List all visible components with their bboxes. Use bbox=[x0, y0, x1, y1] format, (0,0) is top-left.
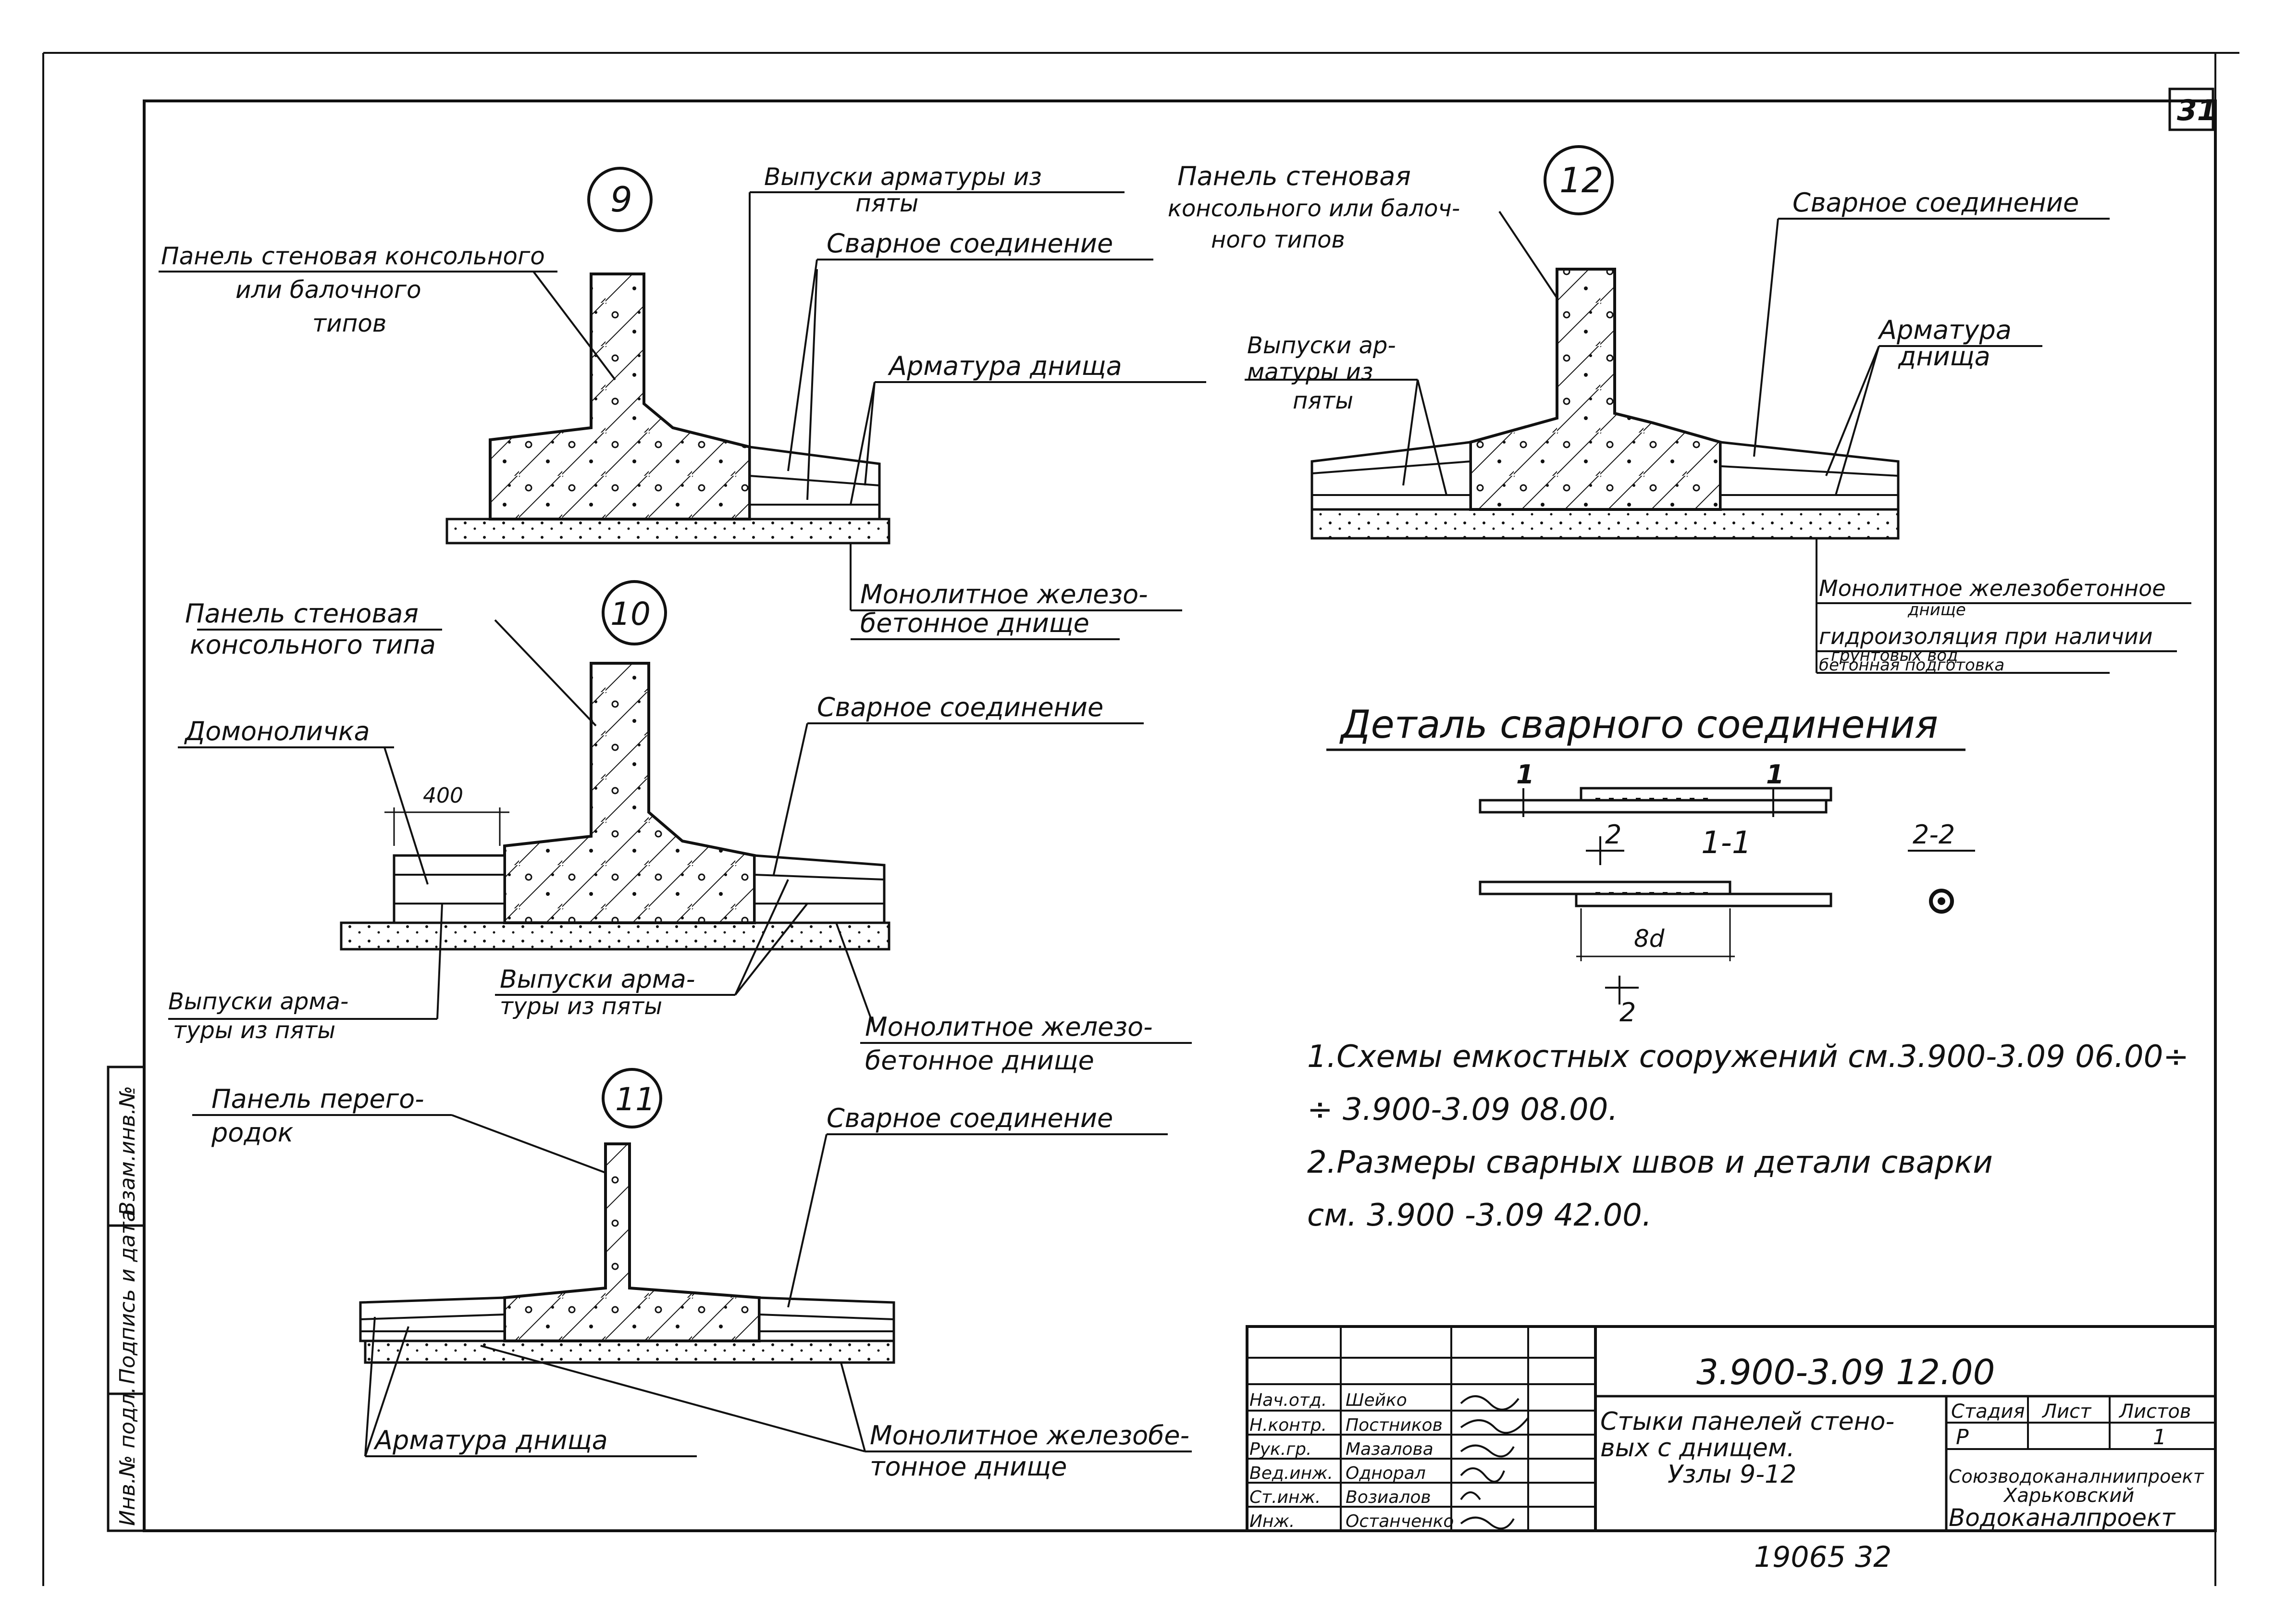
node11-panel: Панель перего- bbox=[211, 1084, 424, 1114]
node9-rebar-out: Выпуски арматуры из bbox=[764, 163, 1042, 191]
node10-number: 10 bbox=[610, 595, 651, 632]
org-line2: Харьковский bbox=[2003, 1485, 2134, 1507]
side-stamp-row1: Взам.инв.№ bbox=[115, 1086, 140, 1216]
node12-panel-3: ного типов bbox=[1211, 226, 1345, 253]
node10-slab: Монолитное железо- bbox=[865, 1012, 1153, 1042]
node12-slab: Монолитное железобетонное bbox=[1819, 575, 2166, 601]
role-2: Н.контр. bbox=[1249, 1415, 1327, 1435]
detail-sec-1: 1 bbox=[1516, 759, 1534, 790]
node9-panel-label: Панель стеновая консольного bbox=[161, 242, 545, 270]
node12-rebar-out-2: матуры из bbox=[1247, 359, 1373, 385]
node11-panel-2: родок bbox=[211, 1117, 294, 1148]
node9-number: 9 bbox=[610, 179, 632, 220]
node10-panel: Панель стеновая bbox=[185, 598, 419, 629]
node12-rebar-out-3: пяты bbox=[1293, 387, 1353, 414]
node12-bottom-rebar-2: днища bbox=[1898, 341, 1990, 372]
title-line2: вых с днищем. bbox=[1600, 1434, 1795, 1463]
sheet-number: 31 bbox=[2177, 94, 2217, 127]
node12-waterproof-3: бетонная подготовка bbox=[1819, 656, 2004, 675]
node12-panel: Панель стеновая bbox=[1177, 161, 1411, 191]
node9-bottom-rebar: Арматура днища bbox=[888, 351, 1122, 381]
node10-panel-2: консольного типа bbox=[190, 630, 436, 660]
node9-panel-label-3: типов bbox=[312, 310, 386, 337]
node10-infill: Домоноличка bbox=[184, 716, 370, 746]
node11-bottom-rebar: Арматура днища bbox=[373, 1425, 608, 1455]
names-column: Шейко Постников Мазалова Однорал Возиало… bbox=[1346, 1390, 1454, 1531]
name-5: Возиалов bbox=[1346, 1488, 1431, 1507]
detail-sec-1b: 1 bbox=[1766, 759, 1784, 790]
node12-number: 12 bbox=[1559, 160, 1604, 200]
stage-value: Р bbox=[1956, 1425, 1969, 1450]
sheets-value: 1 bbox=[2153, 1425, 2166, 1450]
bottom-number: 19065 32 bbox=[1754, 1540, 1891, 1574]
stage-header: Стадия bbox=[1951, 1401, 2025, 1423]
name-4: Однорал bbox=[1346, 1463, 1426, 1483]
node10-dim: 400 bbox=[423, 783, 463, 808]
role-5: Ст.инж. bbox=[1249, 1488, 1321, 1507]
node12-slab-2: днище bbox=[1907, 600, 1966, 620]
org-line3: Водоканалпроект bbox=[1949, 1504, 2176, 1532]
node11-slab: Монолитное железобе- bbox=[870, 1420, 1189, 1450]
detail-sec-2b: 2 bbox=[1619, 997, 1636, 1028]
name-3: Мазалова bbox=[1346, 1439, 1434, 1459]
node10-slab-2: бетонное днище bbox=[865, 1045, 1094, 1076]
sheet-header: Лист bbox=[2041, 1401, 2092, 1423]
title-code: 3.900-3.09 12.00 bbox=[1696, 1352, 1995, 1392]
node12-weld: Сварное соединение bbox=[1792, 187, 2079, 218]
node9-slab: Монолитное железо- bbox=[860, 579, 1148, 609]
note-1a: 1.Схемы емкостных сооружений см.3.900-3.… bbox=[1307, 1039, 2189, 1075]
detail-sec-2: 2 bbox=[1605, 819, 1621, 850]
node11-slab-2: тонное днище bbox=[870, 1451, 1067, 1482]
node10-rebar-out-mid-2: туры из пяты bbox=[500, 993, 662, 1020]
title-line3: Узлы 9-12 bbox=[1668, 1460, 1796, 1489]
title-line1: Стыки панелей стено- bbox=[1600, 1407, 1894, 1436]
detail-title: Деталь сварного соединения bbox=[1339, 702, 1938, 747]
note-2a: 2.Размеры сварных швов и детали сварки bbox=[1307, 1145, 1993, 1180]
weld-detail-drawing bbox=[1326, 748, 1975, 1004]
roles-column: Нач.отд. Н.контр. Рук.гр. Вед.инж. Ст.ин… bbox=[1249, 1390, 1333, 1531]
role-3: Рук.гр. bbox=[1249, 1439, 1311, 1459]
title-block-grid bbox=[1246, 1325, 2217, 1532]
role-4: Вед.инж. bbox=[1249, 1463, 1333, 1483]
name-1: Шейко bbox=[1346, 1390, 1407, 1410]
side-stamp-row3: Инв.№ подл. bbox=[115, 1387, 140, 1526]
node9-rebar-out-2: пяты bbox=[855, 189, 918, 217]
detail-sec-2-2: 2-2 bbox=[1913, 819, 1955, 850]
note-2b: см. 3.900 -3.09 42.00. bbox=[1307, 1198, 1652, 1233]
role-6: Инж. bbox=[1249, 1512, 1295, 1531]
node9-weld: Сварное соединение bbox=[827, 228, 1113, 259]
node10-drawing bbox=[168, 580, 1192, 1044]
node12-rebar-out: Выпуски ар- bbox=[1247, 332, 1396, 359]
node12-waterproof: гидроизоляция при наличии bbox=[1819, 623, 2153, 649]
side-stamp bbox=[107, 1066, 146, 1532]
name-2: Постников bbox=[1346, 1415, 1443, 1435]
signatures bbox=[1460, 1395, 1529, 1530]
node12-panel-2: консольного или балоч- bbox=[1168, 195, 1460, 222]
detail-dim-8d: 8d bbox=[1634, 925, 1665, 953]
node12-bottom-rebar: Арматура bbox=[1878, 315, 2012, 345]
role-1: Нач.отд. bbox=[1249, 1390, 1327, 1410]
name-6: Останченко bbox=[1346, 1512, 1454, 1531]
node12-waterproof-2: грунтовых вод bbox=[1831, 646, 1958, 665]
node10-rebar-out-mid: Выпуски арма- bbox=[500, 965, 695, 994]
node10-rebar-out-left: Выпуски арма- bbox=[168, 988, 348, 1015]
org-line1: Союзводоканалниипроект bbox=[1949, 1466, 2205, 1487]
node10-weld: Сварное соединение bbox=[817, 692, 1103, 722]
side-stamp-row2: Подпись и дата bbox=[115, 1209, 140, 1384]
sheets-header: Листов bbox=[2118, 1401, 2191, 1423]
node11-number: 11 bbox=[615, 1081, 655, 1118]
note-1b: ÷ 3.900-3.09 08.00. bbox=[1307, 1092, 1618, 1128]
detail-sec-1-1: 1-1 bbox=[1701, 825, 1752, 861]
node11-weld: Сварное соединение bbox=[827, 1103, 1113, 1133]
node9-panel-label-2: или балочного bbox=[235, 276, 421, 304]
node10-rebar-out-left-2: туры из пяты bbox=[173, 1017, 335, 1044]
node9-drawing bbox=[159, 167, 1206, 640]
node12-drawing bbox=[1245, 145, 2191, 674]
node9-slab-2: бетонное днище bbox=[860, 608, 1089, 638]
node11-drawing bbox=[192, 1068, 1192, 1457]
